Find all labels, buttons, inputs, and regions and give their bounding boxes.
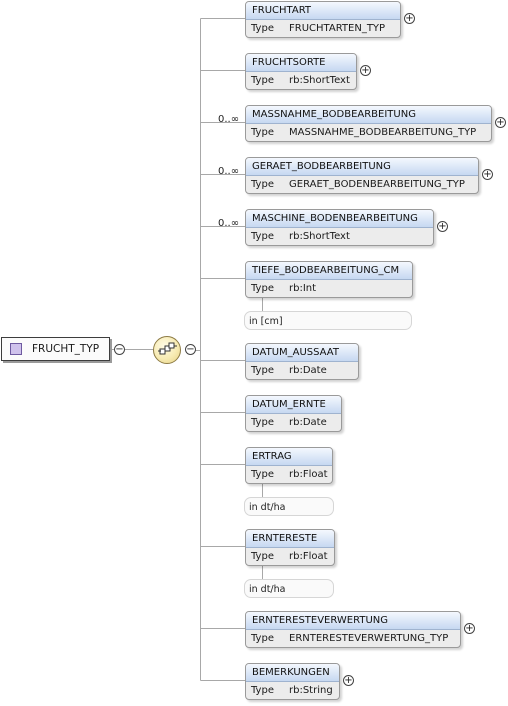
element-name: FRUCHTSORTE [246, 54, 356, 72]
expand-toggle[interactable]: + [343, 675, 354, 686]
element-box[interactable]: MASSNAHME_BODBEARBEITUNG Type MASSNAHME_BO… [245, 105, 492, 142]
type-label: Type [251, 23, 274, 34]
type-label: Type [251, 75, 274, 86]
type-label: Type [251, 469, 274, 480]
sequence-compositor[interactable] [153, 336, 181, 364]
element-box[interactable]: TIEFE_BODBEARBEITUNG_CM Type rb:Int [245, 261, 413, 298]
type-value: rb:Float [289, 469, 328, 480]
sequence-icon [158, 342, 177, 355]
type-value: rb:Float [289, 551, 328, 562]
element-type-row: Type rb:String [246, 682, 339, 699]
type-value: MASSNAHME_BODBEARBEITUNG_TYP [289, 127, 477, 138]
element-box[interactable]: BEMERKUNGEN Type rb:String [245, 663, 340, 700]
complex-type-icon [10, 343, 22, 355]
occurrence-label: 0..∞ [218, 114, 240, 125]
element-box[interactable]: MASCHINE_BODENBEARBEITUNG Type rb:ShortTex… [245, 209, 434, 246]
element-type-row: Type rb:Date [246, 362, 358, 379]
facet-annotation: in dt/ha [244, 579, 334, 598]
element-name: TIEFE_BODBEARBEITUNG_CM [246, 262, 412, 280]
expand-toggle[interactable]: + [495, 117, 506, 128]
element-name: BEMERKUNGEN [246, 664, 339, 682]
occurrence-label: 0..∞ [218, 166, 240, 177]
element-box[interactable]: ERNTERESTEVERWERTUNG Type ERNTERESTEVERWER… [245, 611, 461, 648]
facet-annotation: in dt/ha [244, 497, 334, 516]
type-label: Type [251, 283, 274, 294]
occurrence-label: 0..∞ [218, 218, 240, 229]
expand-toggle[interactable]: + [437, 221, 448, 232]
element-box[interactable]: DATUM_AUSSAAT Type rb:Date [245, 343, 359, 380]
element-name: MASSNAHME_BODBEARBEITUNG [246, 106, 491, 124]
element-name: DATUM_ERNTE [246, 396, 341, 414]
type-label: Type [251, 127, 274, 138]
expand-toggle[interactable]: + [464, 623, 475, 634]
type-value: GERAET_BODENBEARBEITUNG_TYP [289, 179, 465, 190]
element-box[interactable]: GERAET_BODBEARBEITUNG Type GERAET_BODENBEA… [245, 157, 479, 194]
element-type-row: Type rb:Date [246, 414, 341, 431]
element-box[interactable]: ERTRAG Type rb:Float [245, 447, 333, 484]
element-type-row: Type rb:Float [246, 466, 332, 483]
facet-annotation: in [cm] [244, 311, 412, 330]
element-type-row: Type MASSNAHME_BODBEARBEITUNG_TYP [246, 124, 491, 141]
element-name: GERAET_BODBEARBEITUNG [246, 158, 478, 176]
expand-toggle[interactable]: + [482, 169, 493, 180]
element-type-row: Type rb:Int [246, 280, 412, 297]
type-value: FRUCHTARTEN_TYP [289, 23, 386, 34]
element-box[interactable]: FRUCHTART Type FRUCHTARTEN_TYP [245, 1, 401, 38]
type-value: rb:ShortText [289, 231, 350, 242]
root-type-name: FRUCHT_TYP [32, 343, 100, 355]
element-box[interactable]: FRUCHTSORTE Type rb:ShortText [245, 53, 357, 90]
element-name: DATUM_AUSSAAT [246, 344, 358, 362]
element-box[interactable]: DATUM_ERNTE Type rb:Date [245, 395, 342, 432]
element-type-row: Type GERAET_BODENBEARBEITUNG_TYP [246, 176, 478, 193]
type-label: Type [251, 417, 274, 428]
element-type-row: Type rb:ShortText [246, 228, 433, 245]
root-complex-type[interactable]: FRUCHT_TYP [1, 337, 110, 361]
type-value: rb:Date [289, 417, 327, 428]
element-type-row: Type rb:ShortText [246, 72, 356, 89]
type-value: rb:Int [289, 283, 317, 294]
element-box[interactable]: ERNTERESTE Type rb:Float [245, 529, 335, 566]
type-label: Type [251, 179, 274, 190]
element-type-row: Type FRUCHTARTEN_TYP [246, 20, 400, 37]
type-label: Type [251, 231, 274, 242]
type-value: ERNTERESTEVERWERTUNG_TYP [289, 633, 449, 644]
element-name: FRUCHTART [246, 2, 400, 20]
element-name: ERTRAG [246, 448, 332, 466]
expand-toggle[interactable]: + [360, 65, 371, 76]
sequence-collapse-toggle[interactable]: − [185, 344, 196, 355]
element-type-row: Type rb:Float [246, 548, 334, 565]
type-label: Type [251, 685, 274, 696]
element-name: MASCHINE_BODENBEARBEITUNG [246, 210, 433, 228]
type-label: Type [251, 633, 274, 644]
root-collapse-toggle[interactable]: − [114, 344, 125, 355]
type-value: rb:String [289, 685, 333, 696]
type-value: rb:ShortText [289, 75, 350, 86]
type-value: rb:Date [289, 365, 327, 376]
element-name: ERNTERESTE [246, 530, 334, 548]
type-label: Type [251, 551, 274, 562]
type-label: Type [251, 365, 274, 376]
expand-toggle[interactable]: + [404, 13, 415, 24]
element-name: ERNTERESTEVERWERTUNG [246, 612, 460, 630]
element-type-row: Type ERNTERESTEVERWERTUNG_TYP [246, 630, 460, 647]
